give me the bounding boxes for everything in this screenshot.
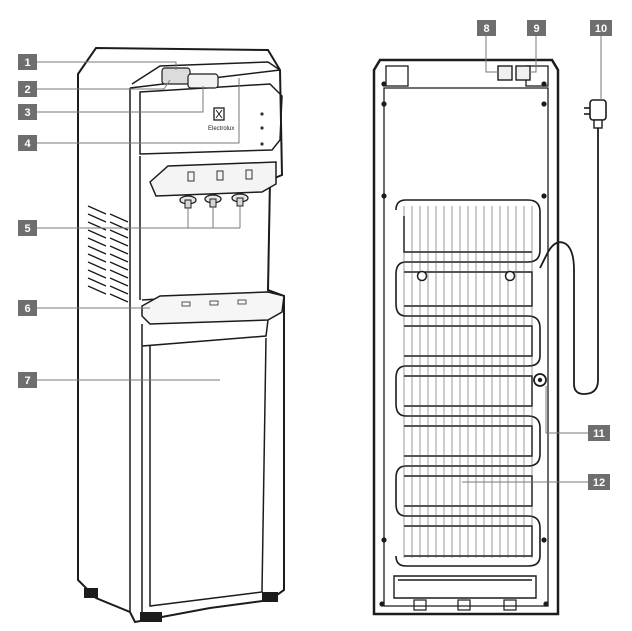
leader-3 — [37, 86, 204, 113]
callout-box-6 — [18, 300, 37, 316]
callout-box-4 — [18, 135, 37, 151]
tap-stem — [236, 197, 244, 207]
callout-box-1 — [18, 54, 37, 70]
drip-tray-slot — [181, 301, 191, 307]
drip-tray-slot — [209, 300, 219, 306]
indicator-light — [260, 142, 264, 146]
power-plug — [584, 99, 607, 129]
front-view: Electrolux — [77, 46, 285, 624]
callout-label-3: 3 — [24, 107, 30, 119]
power-cord — [539, 120, 599, 395]
drip-tray — [141, 291, 285, 325]
callout-box-3 — [18, 104, 37, 120]
bracket-foot — [413, 599, 427, 611]
rear-switch-left — [497, 65, 513, 81]
callout-box-10 — [590, 20, 612, 36]
indicator-light — [260, 112, 264, 116]
leader-4 — [37, 78, 240, 144]
dispenser-taps — [179, 193, 249, 209]
tap-panel — [149, 161, 277, 197]
callout-label-6: 6 — [24, 303, 30, 315]
screw-holes — [379, 81, 549, 607]
callout-label-11: 11 — [593, 428, 605, 440]
callout-box-12 — [588, 474, 610, 490]
callout-label-5: 5 — [24, 223, 30, 235]
rear-panel-inner — [383, 87, 549, 607]
callout-label-2: 2 — [24, 84, 30, 96]
rear-cabinet-outline — [372, 58, 560, 616]
foot — [140, 612, 162, 622]
cabinet-door — [141, 319, 269, 612]
logo-mark — [215, 109, 223, 119]
foot — [84, 588, 98, 598]
tap-stem — [184, 199, 192, 209]
drip-tray-slot — [237, 299, 247, 305]
coil-mount-bolt — [416, 270, 428, 282]
side-vents — [87, 205, 129, 303]
rear-top-recess — [385, 65, 409, 87]
tap-icon-cold — [187, 171, 195, 182]
leader-11 — [545, 386, 588, 434]
callout-box-7 — [18, 372, 37, 388]
rear-view — [372, 58, 607, 616]
logo-icon — [213, 107, 225, 121]
callout-label-7: 7 — [24, 375, 30, 387]
top-cover — [131, 61, 283, 155]
callout-box-8 — [477, 20, 496, 36]
callout-label-4: 4 — [24, 138, 31, 150]
callout-label-12: 12 — [593, 477, 605, 489]
coil-mount-bolt — [504, 270, 516, 282]
cabinet-outline — [77, 46, 285, 624]
leader-8 — [485, 36, 498, 73]
callout-box-5 — [18, 220, 37, 236]
leader-5 — [37, 206, 241, 229]
indicator-light — [260, 126, 264, 130]
bracket-foot — [457, 599, 471, 611]
callout-label-9: 9 — [533, 23, 539, 35]
rear-bottom-bracket — [393, 575, 537, 599]
leader-1 — [37, 61, 177, 70]
leader-2 — [37, 79, 171, 90]
callout-label-8: 8 — [483, 23, 489, 35]
coil-fins — [403, 206, 533, 558]
top-compartment-front — [187, 73, 219, 89]
tap-icon-hot — [245, 169, 253, 180]
callouts: 1 2 3 4 5 6 7 8 9 10 — [18, 20, 612, 490]
callout-box-11 — [588, 425, 610, 441]
rear-switch-right — [515, 65, 531, 81]
tap-icon-room — [216, 170, 224, 181]
tap-stem — [209, 198, 217, 208]
leader-9 — [530, 36, 537, 73]
drain-plug-center — [537, 377, 543, 383]
condenser-coil — [395, 199, 541, 567]
bottle-lid-button — [161, 67, 191, 85]
bracket-foot — [503, 599, 517, 611]
callout-box-9 — [527, 20, 546, 36]
callout-label-10: 10 — [595, 23, 607, 35]
callout-box-2 — [18, 81, 37, 97]
foot — [262, 592, 278, 602]
callout-label-1: 1 — [24, 57, 30, 69]
brand-label: Electrolux — [208, 126, 234, 132]
